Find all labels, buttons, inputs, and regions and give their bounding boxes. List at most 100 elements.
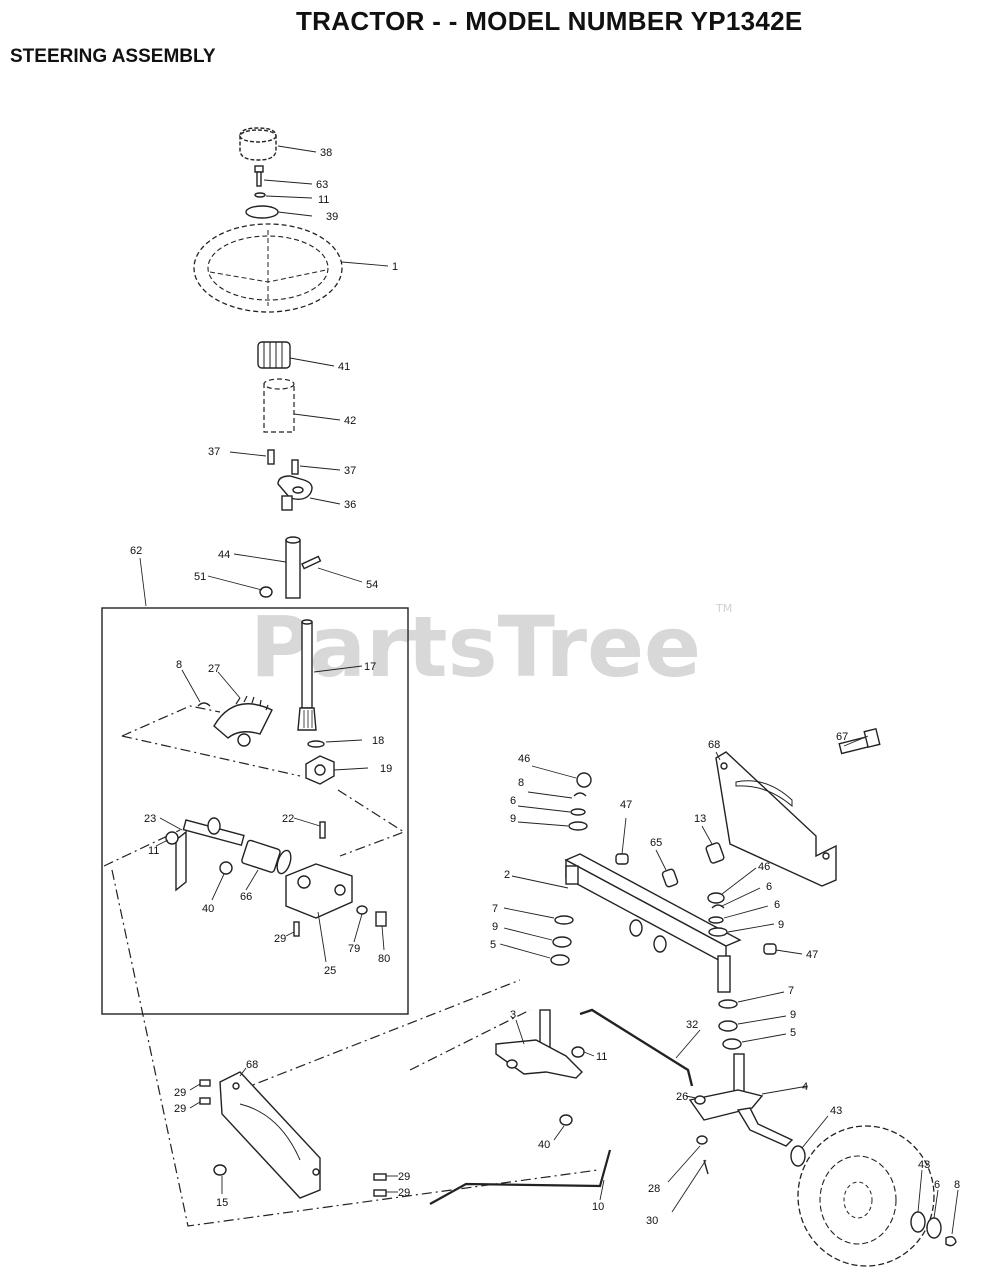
callout-6-right-a: 6: [766, 881, 772, 893]
grease-fitting-47-left: [615, 853, 629, 865]
drag-link-32: [579, 1008, 694, 1087]
callout-29-c: 29: [398, 1171, 410, 1183]
callout-29-a: 29: [174, 1087, 186, 1099]
callout-11-inset: 11: [148, 845, 159, 857]
callout-80: 80: [378, 953, 390, 965]
cap-46-right: [707, 892, 725, 904]
clip-6-right: [711, 904, 725, 909]
callout-8-wheel: 8: [954, 1179, 960, 1191]
bracket-25: [285, 863, 353, 919]
callout-7-right: 7: [788, 985, 794, 997]
washer-43-outer: [910, 1211, 926, 1233]
watermark-text: PartsTree: [250, 598, 701, 696]
plate-23: [175, 817, 245, 892]
bearing-19: [305, 755, 335, 785]
callout-28: 28: [648, 1183, 660, 1195]
clip-8-inset: [197, 702, 211, 707]
bracket-68-left: [219, 1071, 321, 1199]
callout-2: 2: [504, 869, 510, 881]
callout-9-lower-right: 9: [790, 1009, 796, 1021]
washer-7-left: [554, 915, 574, 925]
screw-37-right: [291, 459, 299, 475]
screw-29-a: [199, 1079, 211, 1087]
washer-43-inner: [790, 1145, 806, 1167]
steering-shaft-44: [285, 536, 322, 599]
section-subtitle: STEERING ASSEMBLY: [10, 46, 216, 67]
washer-6-wheel: [926, 1217, 942, 1239]
front-wheel: [797, 1125, 935, 1267]
callout-11: 11: [318, 194, 329, 206]
callout-51: 51: [194, 571, 206, 583]
cap-46-left: [576, 772, 592, 788]
steering-shaft-17: [297, 619, 317, 731]
page-title: TRACTOR - - MODEL NUMBER YP1342E: [296, 6, 803, 36]
washer-11-inset: [165, 831, 179, 845]
washer-39: [245, 205, 279, 219]
callout-5-left: 5: [490, 939, 496, 951]
callout-32: 32: [686, 1019, 698, 1031]
callout-38: 38: [320, 147, 332, 159]
callout-42: 42: [344, 415, 356, 427]
callout-1: 1: [392, 261, 398, 273]
bushing-66: [241, 839, 292, 875]
washer-9-lower-right: [718, 1020, 738, 1032]
callout-6-left: 6: [510, 795, 516, 807]
front-axle-2: [564, 853, 742, 966]
washer-7-right: [718, 999, 738, 1009]
callout-39: 39: [326, 211, 338, 223]
bushing-13: [705, 842, 725, 864]
callout-17: 17: [364, 661, 376, 673]
callout-37-right: 37: [344, 465, 356, 477]
callout-10: 10: [592, 1201, 604, 1213]
bushing-65: [661, 868, 679, 888]
steering-cap: [239, 127, 277, 161]
callout-13: 13: [694, 813, 706, 825]
callout-25: 25: [324, 965, 336, 977]
callout-15: 15: [216, 1197, 228, 1209]
callout-41: 41: [338, 361, 350, 373]
callout-7-left: 7: [492, 903, 498, 915]
callout-46-right: 46: [758, 861, 770, 873]
bolt-63: [254, 165, 264, 187]
callout-68-right: 68: [708, 739, 720, 751]
steering-wheel: [193, 223, 343, 313]
watermark-tm: TM: [715, 602, 732, 615]
bolt-67: [838, 727, 881, 755]
callout-18: 18: [372, 735, 384, 747]
callout-46-left: 46: [518, 753, 530, 765]
washer-6-left: [570, 808, 586, 816]
washer-5-left: [550, 954, 570, 966]
nut-51: [259, 586, 273, 598]
callout-43-outer: 43: [918, 1159, 930, 1171]
washer-79: [356, 905, 368, 915]
screw-29-c: [373, 1173, 387, 1181]
callout-29-inset: 29: [274, 933, 286, 945]
washer-11-top: [254, 192, 266, 198]
callout-9-right: 9: [778, 919, 784, 931]
callout-8-left: 8: [518, 777, 524, 789]
callout-9-lower-left: 9: [492, 921, 498, 933]
bracket-68-right: [715, 751, 837, 887]
screw-29-inset: [293, 921, 300, 937]
pin-30: [703, 1159, 709, 1175]
callout-29-d: 29: [398, 1187, 410, 1199]
callout-40-inset: 40: [202, 903, 214, 915]
callout-11-spindle: 11: [596, 1051, 607, 1063]
washer-9-left: [568, 821, 588, 831]
callout-63: 63: [316, 179, 328, 191]
callout-29-b: 29: [174, 1103, 186, 1115]
callout-67: 67: [836, 731, 848, 743]
washer-9-lower-left: [552, 936, 572, 948]
washer-28: [696, 1135, 708, 1145]
nut-40-spindle: [559, 1114, 573, 1126]
callout-22: 22: [282, 813, 294, 825]
callout-9-left: 9: [510, 813, 516, 825]
screw-22: [319, 821, 326, 839]
steering-gear-41: [257, 341, 291, 369]
callout-79: 79: [348, 943, 360, 955]
callout-19: 19: [380, 763, 392, 775]
callout-26: 26: [676, 1091, 688, 1103]
spindle-shaft-right: [717, 955, 731, 993]
callout-37-left: 37: [208, 446, 220, 458]
